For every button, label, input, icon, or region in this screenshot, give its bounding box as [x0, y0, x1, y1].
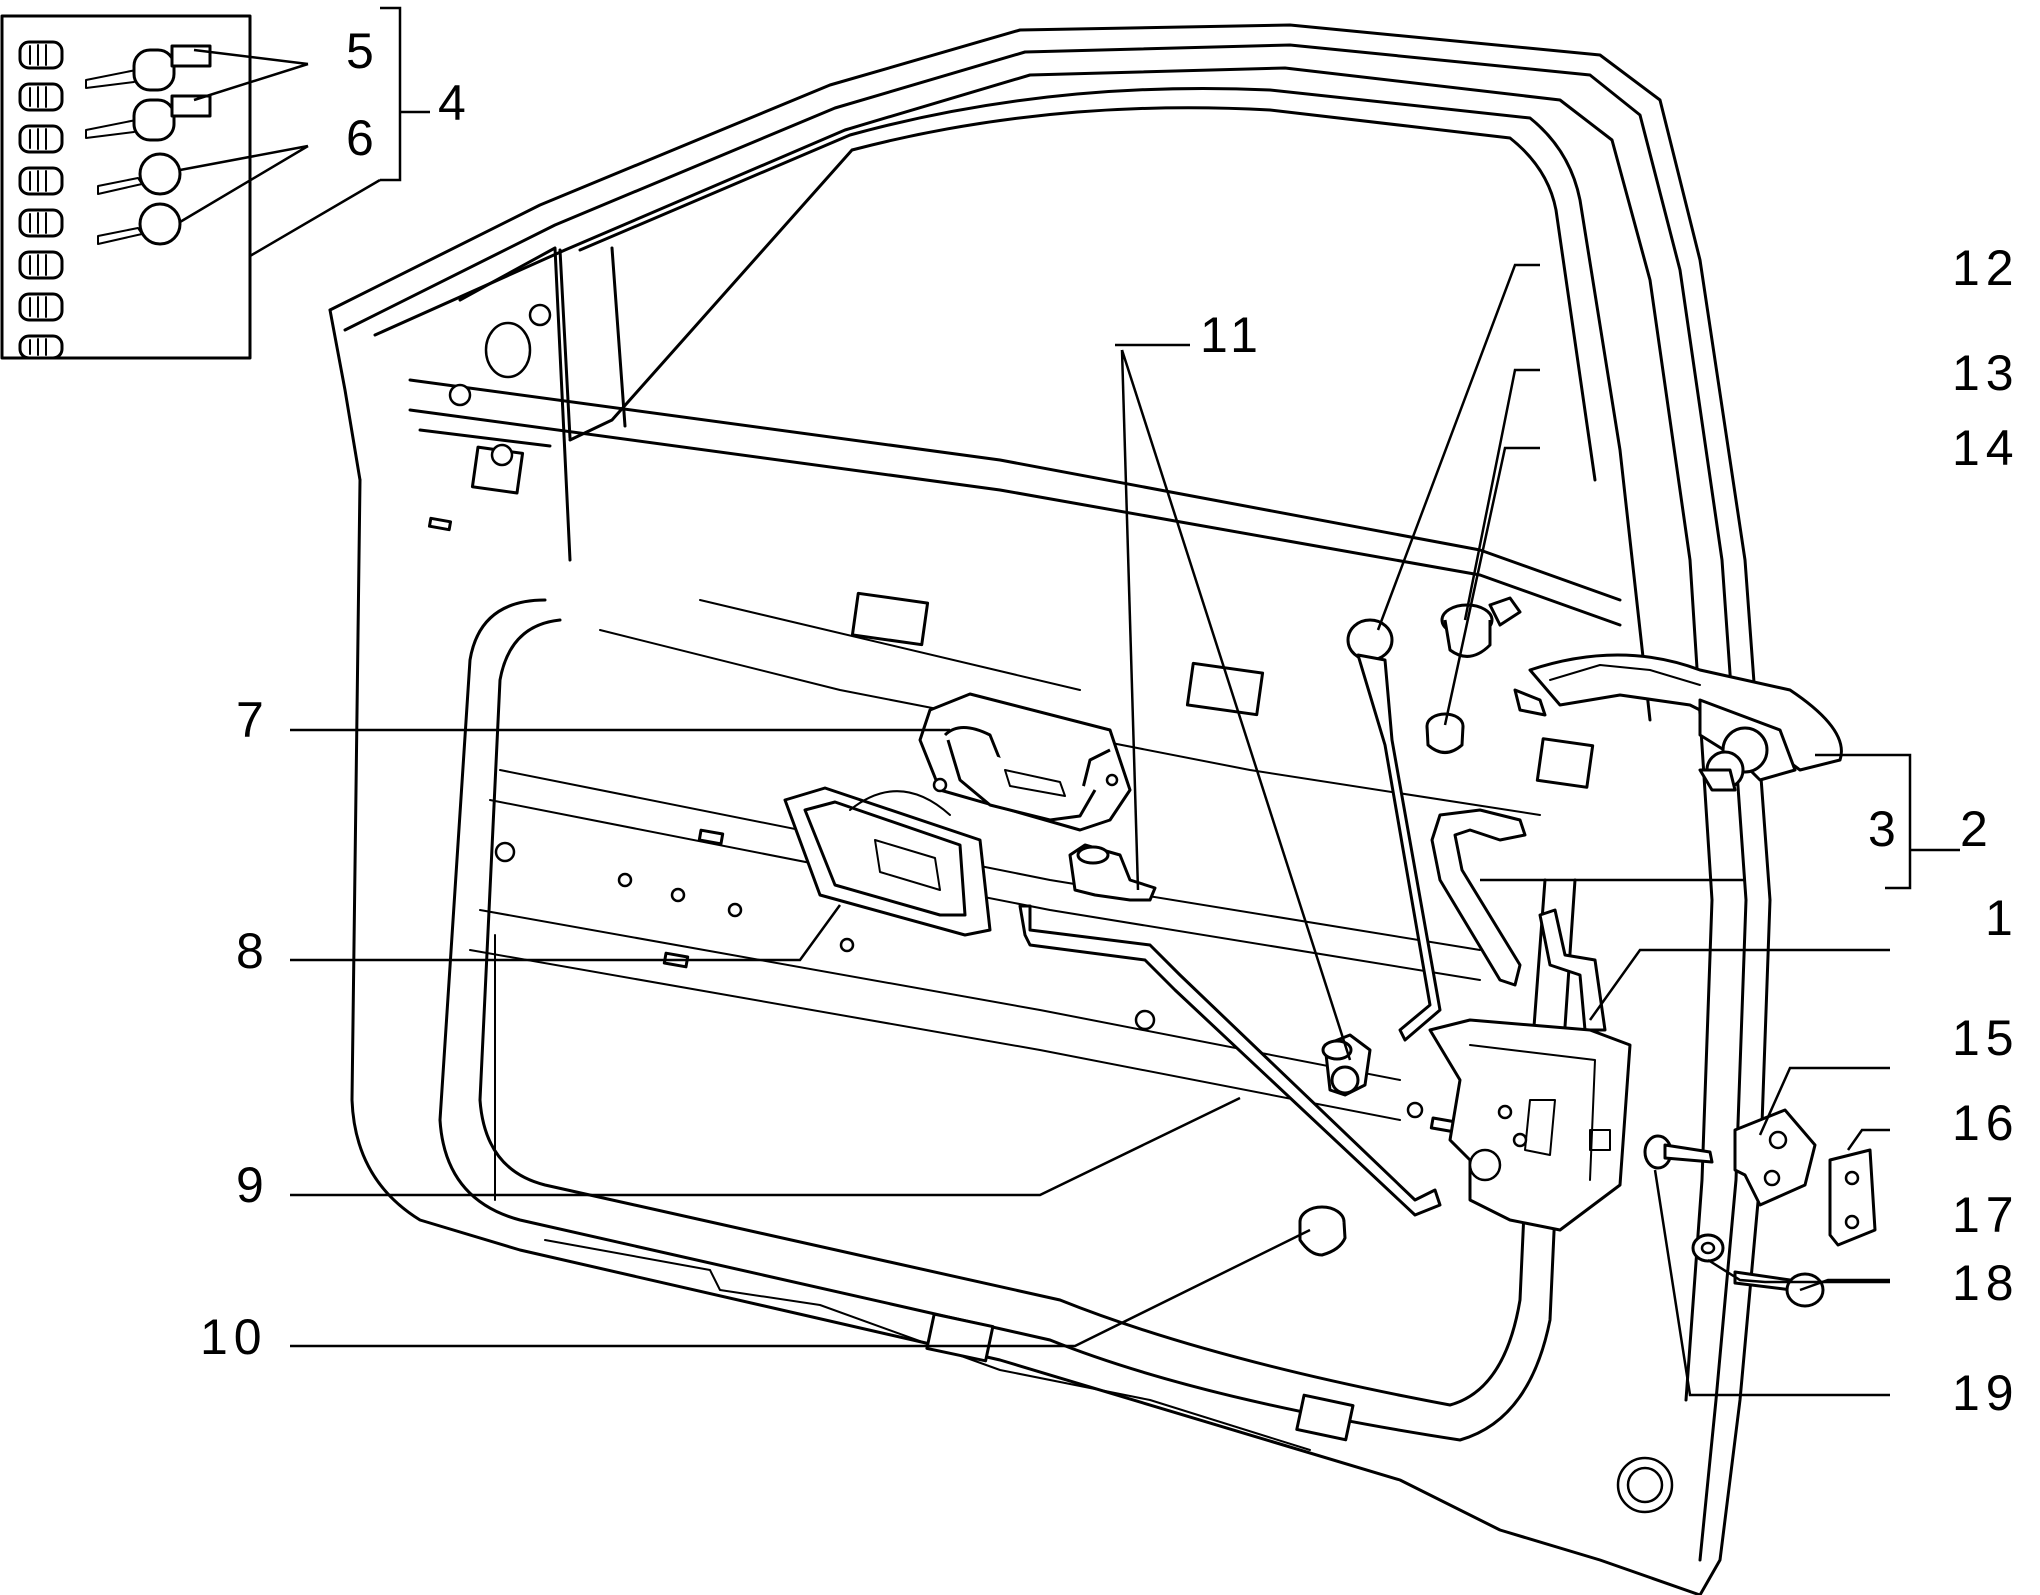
leader-lines: [290, 263, 1960, 1397]
callout-11: 11: [1200, 307, 1264, 363]
callout-6: 6: [346, 110, 380, 166]
latch-bolt: [1643, 1134, 1714, 1170]
callout-7: 7: [236, 692, 270, 748]
callout-3: 3: [1868, 801, 1902, 857]
callout-4: 4: [438, 75, 472, 131]
lock-rod-knob: [1346, 618, 1442, 1042]
callout-14: 14: [1952, 420, 2020, 476]
grommet: [1440, 596, 1522, 658]
outside-door-handle: [1513, 653, 1843, 792]
callout-9: 9: [236, 1157, 270, 1213]
lock-cylinder-key-set: [0, 6, 430, 360]
callout-numbers: 1 2 3 4 5 6 7 8 9 10 11 12 13 14 15 16 1…: [200, 23, 2020, 1421]
callout-18: 18: [1952, 1255, 2020, 1311]
keys-type-6: [97, 152, 182, 246]
handle-link-rod: [1430, 808, 1527, 987]
control-rod: [1018, 904, 1442, 1217]
callout-15: 15: [1952, 1010, 2020, 1066]
lock-cylinders: [18, 40, 64, 360]
keys-type-5: [85, 44, 212, 142]
callout-10: 10: [200, 1309, 268, 1365]
door-striker: [1733, 1108, 1817, 1207]
callout-19: 19: [1952, 1365, 2020, 1421]
callout-1: 1: [1985, 890, 2019, 946]
callout-12: 12: [1952, 240, 2020, 296]
inside-door-handle: [918, 692, 1132, 832]
callout-17: 17: [1952, 1187, 2020, 1243]
rod-clip: [1321, 1033, 1372, 1097]
callout-16: 16: [1952, 1095, 2020, 1151]
callout-13: 13: [1952, 345, 2020, 401]
callout-2: 2: [1960, 801, 1994, 857]
washer: [1691, 1233, 1725, 1263]
callout-8: 8: [236, 923, 270, 979]
rod-bush: [1425, 712, 1465, 754]
door-latch: [1428, 908, 1632, 1232]
door-plug: [1298, 1205, 1347, 1257]
striker-plate: [1828, 1148, 1877, 1247]
lock-button-clip: [1068, 843, 1157, 902]
handle-escutcheon: [783, 786, 992, 937]
callout-5: 5: [346, 23, 380, 79]
